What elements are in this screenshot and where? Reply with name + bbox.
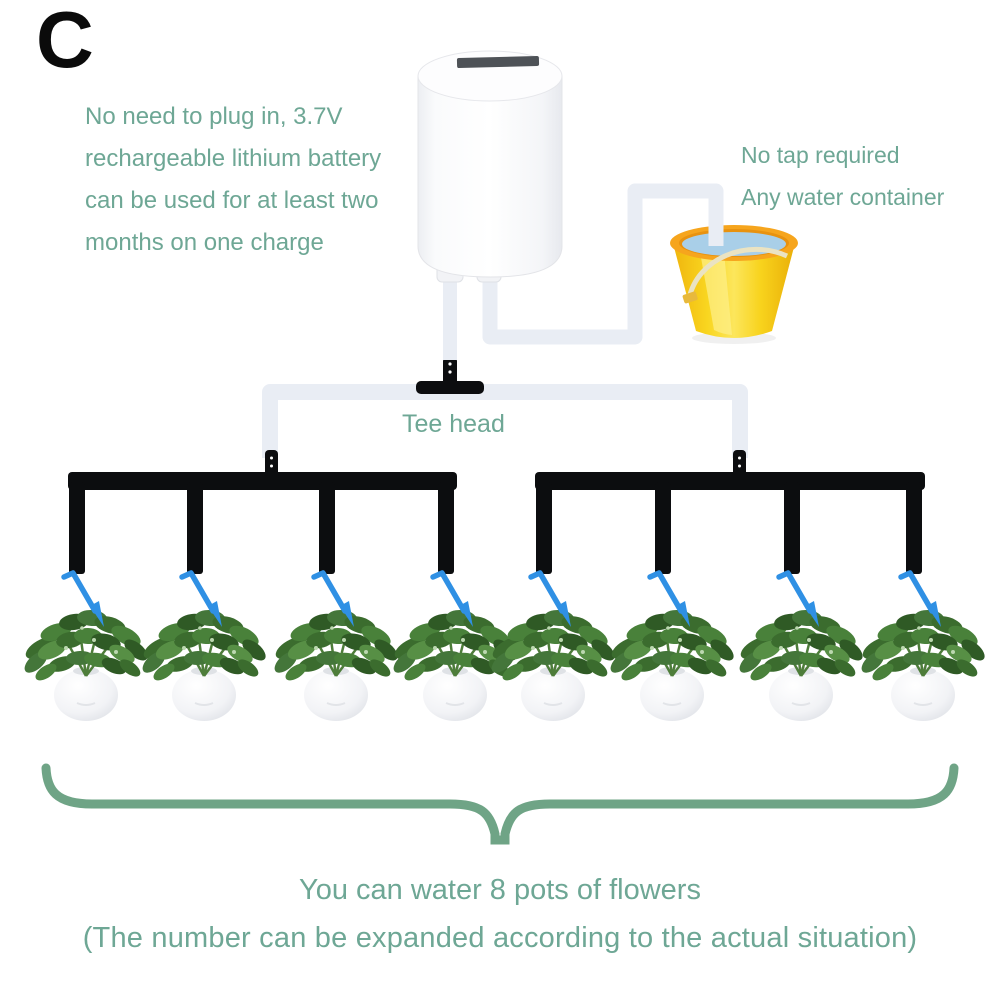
panel-label: C <box>36 0 94 84</box>
dripper-tip <box>90 601 104 627</box>
drop-tube <box>319 482 335 574</box>
dripper-tip <box>927 601 941 627</box>
dripper-stake-icon <box>61 570 98 614</box>
potted-plant-icon <box>19 607 153 723</box>
dripper-tip <box>340 601 354 627</box>
brace <box>41 763 959 845</box>
drop-tube <box>784 482 800 574</box>
dripper-stake-icon <box>179 570 216 614</box>
tee-connector-icon <box>416 356 484 394</box>
dripper-stake-icon <box>311 570 348 614</box>
drip-manifold-left <box>68 472 457 490</box>
watering-unit <box>734 482 868 723</box>
plants-layer <box>19 482 990 723</box>
dripper-tip <box>459 601 473 627</box>
watering-unit <box>269 482 403 723</box>
potted-plant-icon <box>137 607 271 723</box>
dripper-stake-icon <box>898 570 935 614</box>
caption-line1: You can water 8 pots of flowers <box>299 874 701 906</box>
manifold-inlet-connectors <box>265 450 746 478</box>
watering-controller-icon <box>417 50 563 283</box>
caption-line2: (The number can be expanded according to… <box>82 922 918 954</box>
drop-tube <box>438 482 454 574</box>
drop-tube <box>69 482 85 574</box>
battery-note-line: No need to plug in, 3.7V <box>85 103 343 130</box>
potted-plant-icon <box>605 607 739 723</box>
dripper-tip <box>676 601 690 627</box>
watering-unit <box>388 482 522 723</box>
watering-unit <box>605 482 739 723</box>
battery-note-line: months on one charge <box>85 229 324 256</box>
tap-note: No tap required Any water container <box>741 134 981 218</box>
drop-tube <box>536 482 552 574</box>
dripper-stake-icon <box>647 570 684 614</box>
potted-plant-icon <box>486 607 620 723</box>
dripper-stake-icon <box>430 570 467 614</box>
distribution-tube <box>262 384 748 458</box>
tap-note-line: Any water container <box>741 184 945 210</box>
pump-to-bucket-tube <box>482 183 724 345</box>
dripper-stake-icon <box>528 570 565 614</box>
dripper-stake-icon <box>776 570 813 614</box>
dripper-tip <box>208 601 222 627</box>
drip-manifold-right <box>535 472 925 490</box>
dripper-tip <box>805 601 819 627</box>
watering-unit <box>486 482 620 723</box>
water-bucket-icon <box>670 225 798 344</box>
watering-unit <box>137 482 271 723</box>
battery-note-line: can be used for at least two <box>85 187 379 214</box>
potted-plant-icon <box>269 607 403 723</box>
watering-unit <box>19 482 153 723</box>
battery-note: No need to plug in, 3.7V rechargeable li… <box>85 96 445 264</box>
potted-plant-icon <box>856 607 990 723</box>
watering-unit <box>856 482 990 723</box>
drop-tube <box>187 482 203 574</box>
tap-note-line: No tap required <box>741 142 900 168</box>
tee-head-label: Tee head <box>402 410 505 438</box>
drop-tube <box>655 482 671 574</box>
potted-plant-icon <box>734 607 868 723</box>
drop-tube <box>906 482 922 574</box>
dripper-tip <box>557 601 571 627</box>
battery-note-line: rechargeable lithium battery <box>85 145 382 172</box>
